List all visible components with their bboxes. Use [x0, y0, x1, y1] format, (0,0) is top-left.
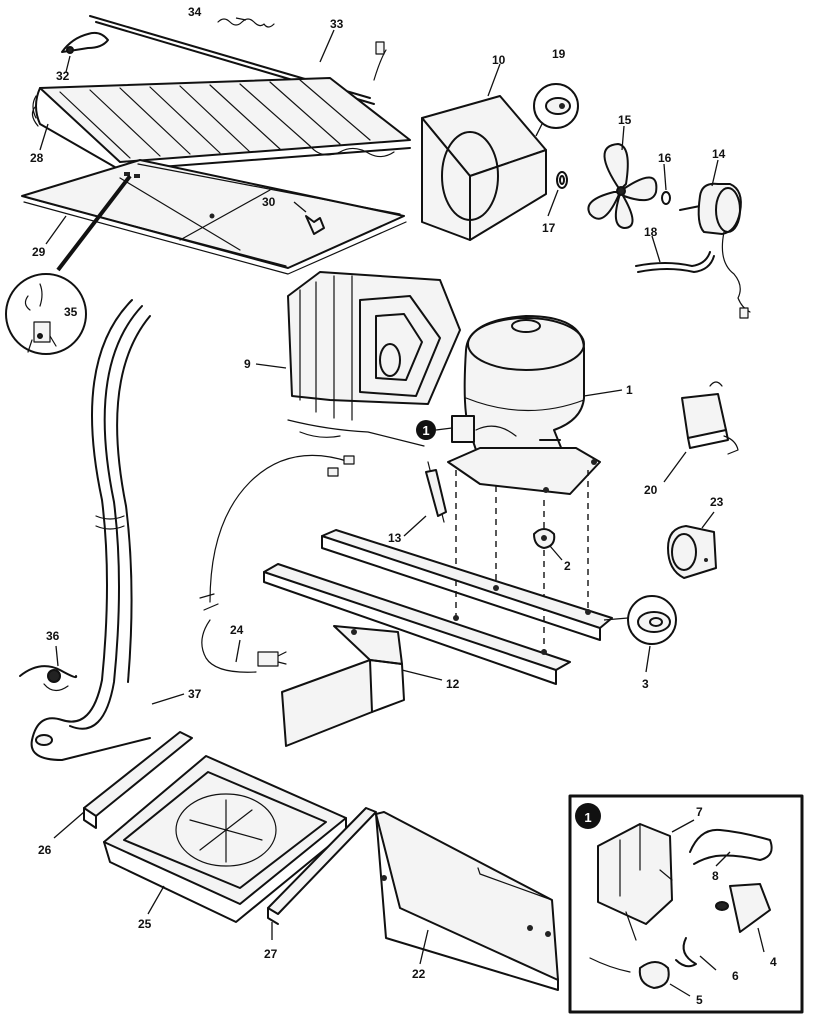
base-rails	[263, 529, 613, 685]
label-36: 36	[46, 629, 60, 643]
part-29-plate	[21, 159, 407, 275]
label-24: 24	[230, 623, 244, 637]
label-10: 10	[492, 53, 506, 67]
part-19-grommet	[533, 83, 579, 137]
label-28: 28	[30, 151, 44, 165]
label-13: 13	[388, 531, 402, 545]
part-17-nut	[556, 171, 568, 189]
callout-leaders	[39, 17, 765, 997]
part-14-fan-motor	[679, 182, 751, 319]
label-32: 32	[56, 69, 70, 83]
part-15-fan-blade	[587, 143, 658, 229]
part-10-fan-shroud	[421, 95, 547, 241]
label-34: 34	[188, 5, 202, 19]
label-14: 14	[712, 147, 726, 161]
label-7: 7	[696, 805, 703, 819]
svg-text:1: 1	[584, 810, 591, 825]
label-12: 12	[446, 677, 460, 691]
part-23-relay	[667, 525, 717, 579]
label-18: 18	[644, 225, 658, 239]
part-37-tube	[30, 299, 151, 761]
label-3: 3	[642, 677, 649, 691]
part-24-power-cord	[199, 454, 355, 673]
callout-labels: 34 33 32 28 29 30 35 10 19 15 16 14 17 1…	[30, 5, 777, 1007]
label-25: 25	[138, 917, 152, 931]
part-3-grommet-circle	[603, 595, 677, 645]
part-22-cover-panel	[375, 811, 559, 991]
label-37: 37	[188, 687, 202, 701]
label-6: 6	[732, 969, 739, 983]
part-28-condenser	[31, 77, 411, 171]
part-9-evaporator	[287, 271, 461, 447]
label-5: 5	[696, 993, 703, 1007]
part-2-grommet	[533, 528, 556, 549]
label-9: 9	[244, 357, 251, 371]
detail-reference-badge: 1	[416, 420, 453, 440]
part-32-bracket	[61, 31, 109, 54]
label-30: 30	[262, 195, 276, 209]
label-20: 20	[644, 483, 658, 497]
part-20-capacitor	[681, 381, 739, 455]
part-25-drain-pan	[103, 755, 347, 923]
part-16-washer	[661, 191, 671, 205]
label-1: 1	[626, 383, 633, 397]
label-16: 16	[658, 151, 672, 165]
part-12-bracket	[281, 625, 405, 747]
label-27: 27	[264, 947, 278, 961]
label-15: 15	[618, 113, 632, 127]
detail-inset-box: 1	[568, 794, 804, 1014]
part-34-wire	[217, 18, 275, 28]
label-17: 17	[542, 221, 556, 235]
label-22: 22	[412, 967, 426, 981]
label-2: 2	[564, 559, 571, 573]
label-29: 29	[32, 245, 46, 259]
part-26-bracket	[83, 731, 193, 829]
part-35-detail-circle	[5, 174, 132, 355]
part-27-bracket	[267, 807, 377, 925]
label-35: 35	[64, 305, 78, 319]
label-8: 8	[712, 869, 719, 883]
part-13-drier	[425, 461, 447, 523]
part-18-strap	[635, 251, 715, 273]
part-30-clip	[305, 215, 325, 235]
label-23: 23	[710, 495, 724, 509]
part-1-compressor	[447, 315, 601, 495]
label-33: 33	[330, 17, 344, 31]
part-36-clamp	[19, 665, 78, 692]
label-19: 19	[552, 47, 566, 61]
label-4: 4	[770, 955, 777, 969]
label-26: 26	[38, 843, 52, 857]
svg-text:1: 1	[422, 423, 429, 438]
